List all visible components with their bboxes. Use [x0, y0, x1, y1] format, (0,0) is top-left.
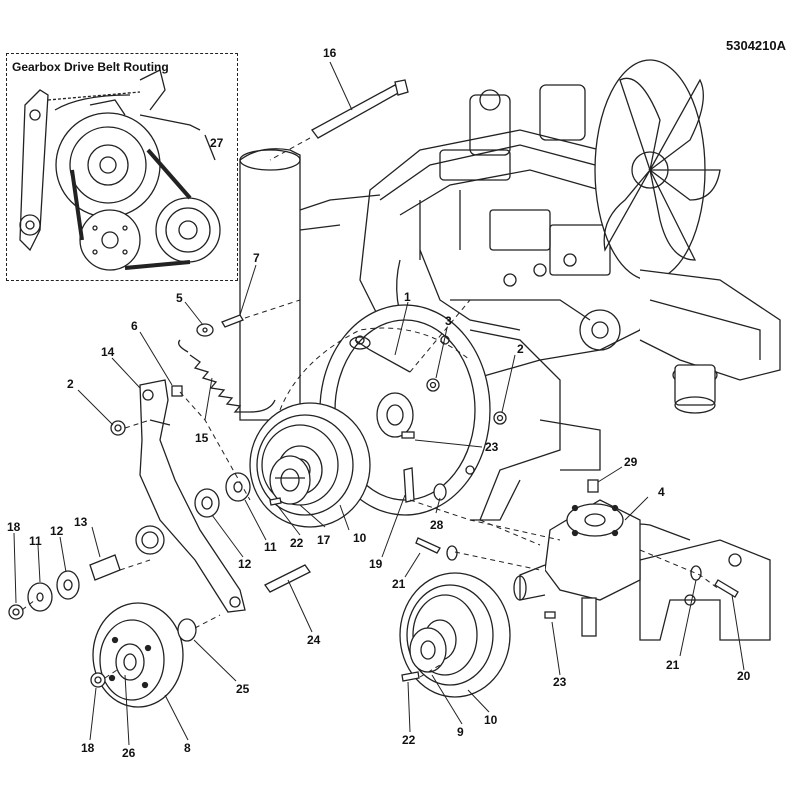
callout-1: 1 — [404, 290, 411, 304]
callout-5: 5 — [176, 291, 183, 305]
callout-4: 4 — [658, 485, 665, 499]
callout-10-lower: 10 — [484, 713, 498, 727]
callout-3: 3 — [445, 314, 452, 328]
callout-12-upper: 12 — [238, 557, 252, 571]
callout-18-left: 18 — [7, 520, 21, 534]
taper-bushing-lower — [409, 627, 447, 673]
callout-21-right: 21 — [666, 658, 680, 672]
gearbox — [513, 499, 641, 637]
exhaust-pipe — [239, 148, 381, 421]
callout-23-upper: 23 — [485, 440, 499, 454]
idler-pulley — [92, 602, 184, 708]
assembly-lines — [21, 137, 721, 679]
callout-23-lower: 23 — [553, 675, 567, 689]
callout-14: 14 — [101, 345, 115, 359]
cooling-fan — [594, 59, 721, 281]
callout-27: 27 — [210, 136, 224, 150]
callout-9: 9 — [457, 725, 464, 739]
callout-25: 25 — [236, 682, 250, 696]
callout-26: 26 — [122, 746, 136, 760]
callout-8: 8 — [184, 741, 191, 755]
callout-11-lower: 11 — [29, 534, 42, 548]
callout-22-lower: 22 — [402, 733, 416, 747]
hardware-parts — [8, 314, 739, 688]
document-id: 5304210A — [726, 38, 786, 53]
long-bolt-16 — [311, 79, 409, 139]
tension-spring — [177, 339, 276, 413]
callout-24: 24 — [307, 633, 321, 647]
callout-6: 6 — [131, 319, 138, 333]
callout-10-upper: 10 — [353, 531, 367, 545]
callout-13: 13 — [74, 515, 88, 529]
callout-11-upper: 11 — [264, 540, 277, 554]
callout-7: 7 — [253, 251, 260, 265]
callout-2-left: 2 — [67, 377, 74, 391]
callout-28: 28 — [430, 518, 444, 532]
callout-18-bottom: 18 — [81, 741, 95, 755]
taper-bushing-upper — [269, 455, 311, 505]
inset-belt-routing-art — [19, 69, 221, 271]
callout-17: 17 — [317, 533, 331, 547]
callout-16: 16 — [323, 46, 337, 60]
callout-20: 20 — [737, 669, 751, 683]
callout-15: 15 — [195, 431, 209, 445]
inset-frame — [6, 53, 238, 281]
engine-mount-frame — [639, 269, 781, 414]
callout-21-center: 21 — [392, 577, 406, 591]
callout-12-lower: 12 — [50, 524, 64, 538]
callout-2-right: 2 — [517, 342, 524, 356]
callout-29: 29 — [624, 455, 638, 469]
idler-arm — [135, 379, 246, 613]
engine-drive-pulley — [249, 402, 371, 528]
callout-22-upper: 22 — [290, 536, 304, 550]
inset-title: Gearbox Drive Belt Routing — [12, 60, 169, 74]
leader-lines — [13, 61, 745, 746]
callout-19: 19 — [369, 557, 383, 571]
